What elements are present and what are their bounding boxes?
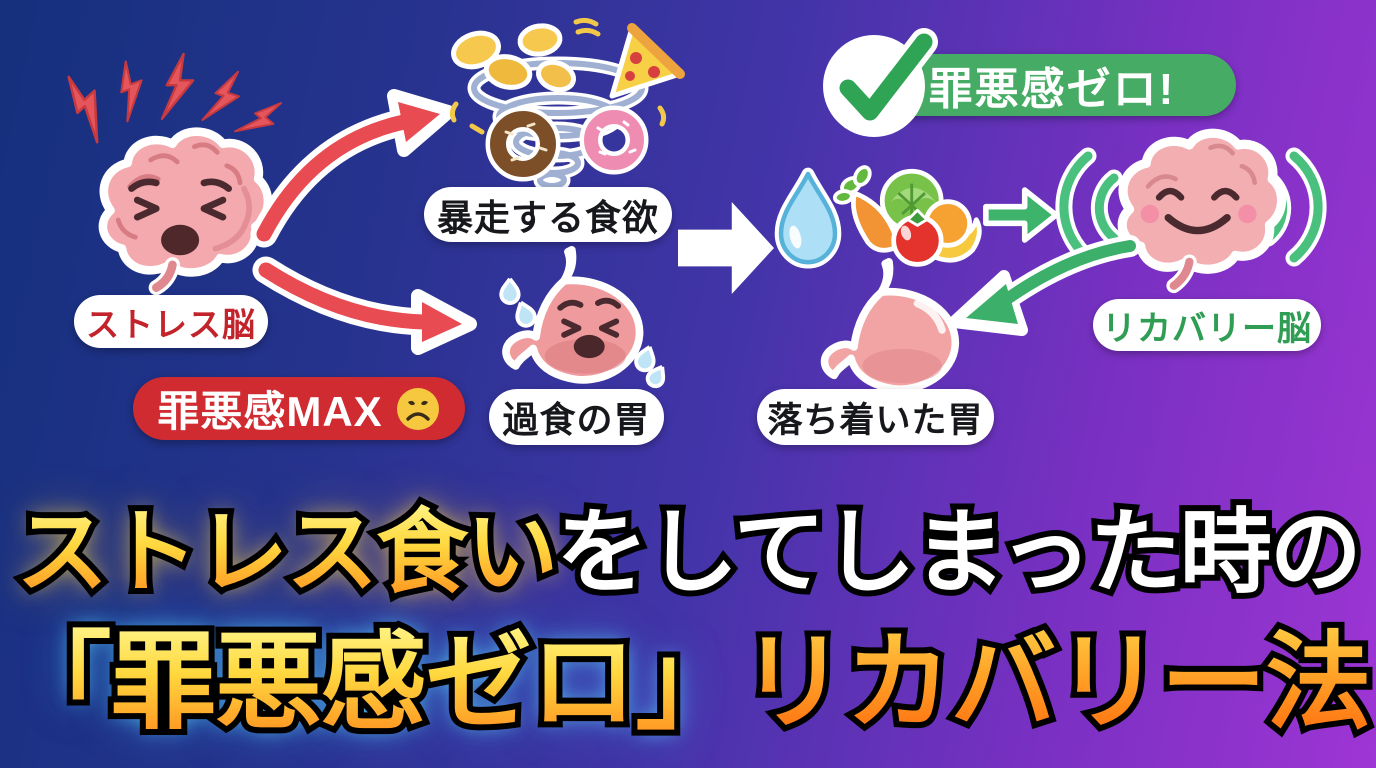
craving-label-text: 暴走する食欲 [436, 196, 659, 238]
title-line-1: ストレス食い ストレス食い をしてしまった時の をしてしまった時の [0, 478, 1376, 611]
happy-brain-icon [1055, 128, 1327, 294]
checkmark-icon [823, 28, 938, 137]
green-curved-arrow-icon [948, 235, 1141, 336]
water-drop-icon [774, 167, 842, 269]
sad-face-icon [396, 387, 439, 430]
vegetables-icon [832, 165, 982, 267]
right-arrow-icon [678, 202, 774, 294]
title-line-2: 「罪悪感ゼロ」 「罪悪感ゼロ」 リカバリー法 リカバリー法 [0, 596, 1376, 750]
zero-guilt-badge: 罪悪感ゼロ! [868, 54, 1236, 116]
stress-brain-label-text: ストレス脳 [86, 305, 256, 343]
red-curved-arrow-icon [250, 89, 477, 355]
overeat-stomach-label: 過食の胃 [489, 389, 664, 445]
calm-stomach-label-text: 落ち着いた胃 [767, 400, 984, 440]
title-line1-rest: をしてしまった時の をしてしまった時の [550, 496, 1368, 610]
green-right-arrow-icon [983, 187, 1059, 243]
zero-guilt-text: 罪悪感ゼロ! [928, 65, 1176, 114]
title-line1-highlight: ストレス食い ストレス食い [10, 496, 564, 610]
lightning-bolts-icon [67, 52, 283, 144]
overeat-stomach-label-text: 過食の胃 [502, 399, 651, 440]
overeat-stomach-icon [499, 246, 666, 389]
stressed-brain-icon [98, 127, 273, 296]
recovery-brain-label-text: リカバリー脳 [1102, 309, 1312, 348]
guilt-max-text: 罪悪感MAX [157, 388, 383, 435]
food-tornado-icon [449, 17, 685, 199]
calm-stomach-icon [820, 258, 960, 393]
craving-label: 暴走する食欲 [424, 187, 672, 242]
stress-brain-label: ストレス脳 [74, 295, 268, 348]
title-line2-rest: リカバリー法 リカバリー法 [735, 618, 1376, 748]
calm-stomach-label: 落ち着いた胃 [757, 389, 994, 445]
recovery-brain-label: リカバリー脳 [1093, 299, 1321, 351]
guilt-max-badge: 罪悪感MAX [133, 377, 465, 440]
title-line2-highlight: 「罪悪感ゼロ」 「罪悪感ゼロ」 [0, 618, 748, 748]
